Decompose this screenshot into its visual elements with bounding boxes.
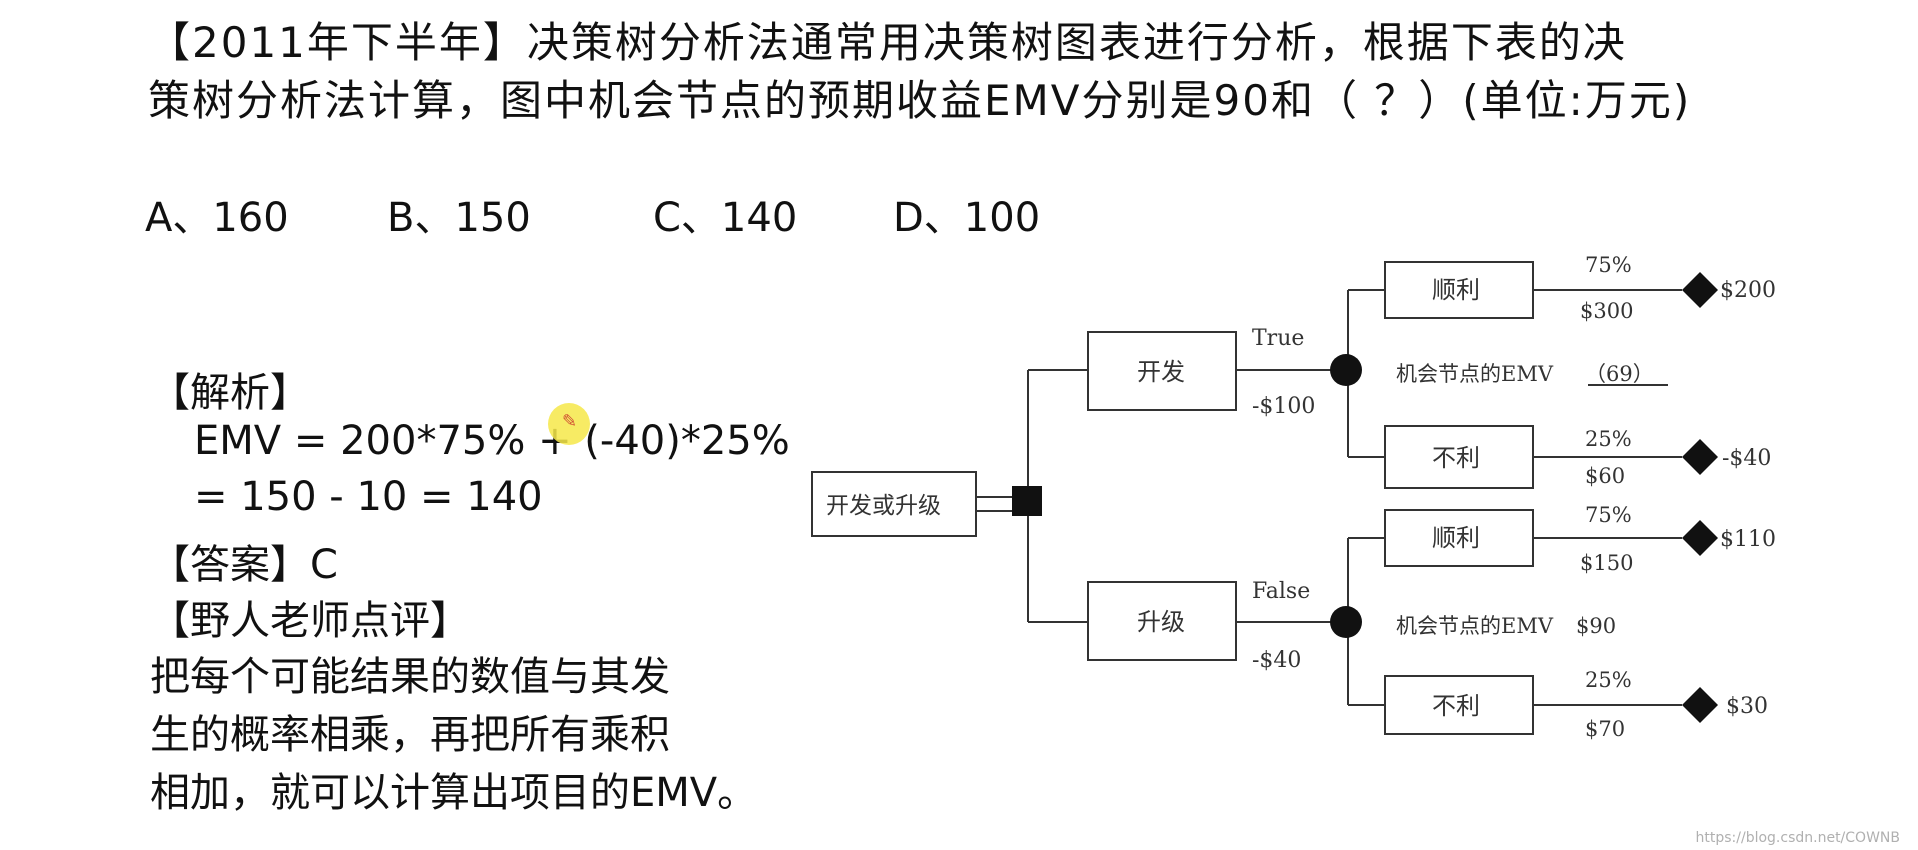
outcome-label-2: 不利	[1432, 444, 1480, 472]
prob-3: 75%	[1585, 503, 1632, 527]
payoff-2: -$40	[1722, 446, 1771, 471]
highlight-cursor-icon: ✎	[548, 403, 590, 445]
root-label: 开发或升级	[826, 493, 941, 519]
question-line-2: 策树分析法计算，图中机会节点的预期收益EMV分别是90和（ ？）(单位:万元)	[148, 76, 1692, 125]
outcome-label-4: 不利	[1432, 692, 1480, 720]
formula-line-1: EMV = 200*75% + (-40)*25%	[194, 418, 790, 464]
invest-4: $70	[1585, 717, 1625, 741]
upgrade-emv-value: $90	[1576, 614, 1616, 638]
prob-2: 25%	[1585, 427, 1632, 451]
develop-label: 开发	[1137, 358, 1185, 386]
invest-2: $60	[1585, 464, 1625, 488]
payoff-4: $30	[1726, 694, 1768, 719]
upgrade-branch-label: False	[1252, 579, 1310, 604]
develop-cost: -$100	[1252, 394, 1315, 419]
chance-node-develop-icon	[1330, 354, 1362, 386]
end-node-1-icon	[1682, 272, 1718, 308]
invest-3: $150	[1580, 551, 1633, 575]
pen-icon: ✎	[562, 411, 578, 432]
develop-emv-label: 机会节点的EMV	[1396, 362, 1554, 386]
outcome-label-1: 顺利	[1432, 276, 1480, 304]
comment-heading: 【野人老师点评】	[150, 598, 470, 644]
outcome-label-3: 顺利	[1432, 524, 1480, 552]
decision-node-icon	[1012, 486, 1042, 516]
prob-1: 75%	[1585, 253, 1632, 277]
chance-node-upgrade-icon	[1330, 606, 1362, 638]
comment-line-1: 把每个可能结果的数值与其发	[150, 654, 670, 700]
end-node-4-icon	[1682, 687, 1718, 723]
question-text: 【2011年下半年】决策树分析法通常用决策树图表进行分析，根据下表的决 策树分析…	[148, 14, 1691, 130]
payoff-3: $110	[1720, 527, 1776, 552]
invest-1: $300	[1580, 299, 1633, 323]
option-d: D、100	[893, 195, 1041, 241]
option-c: C、140	[653, 195, 798, 241]
develop-branch-label: True	[1252, 326, 1304, 351]
answer-line: 【答案】C	[150, 542, 338, 588]
option-a: A、160	[145, 195, 289, 241]
upgrade-emv-label: 机会节点的EMV	[1396, 614, 1554, 638]
question-line-1: 【2011年下半年】决策树分析法通常用决策树图表进行分析，根据下表的决	[148, 18, 1627, 67]
watermark: https://blog.csdn.net/COWNB	[1695, 830, 1900, 846]
root-box	[811, 471, 977, 537]
comment-line-3: 相加，就可以计算出项目的EMV。	[150, 770, 758, 816]
develop-emv-value: （69）	[1585, 362, 1654, 386]
upgrade-cost: -$40	[1252, 648, 1301, 673]
comment-line-2: 生的概率相乘，再把所有乘积	[150, 712, 670, 758]
option-b: B、150	[387, 195, 531, 241]
upgrade-label: 升级	[1137, 608, 1185, 636]
prob-4: 25%	[1585, 668, 1632, 692]
formula-line-2: = 150 - 10 = 140	[194, 474, 543, 520]
end-node-3-icon	[1682, 520, 1718, 556]
payoff-1: $200	[1720, 278, 1776, 303]
end-node-2-icon	[1682, 439, 1718, 475]
analysis-heading: 【解析】	[150, 370, 310, 416]
